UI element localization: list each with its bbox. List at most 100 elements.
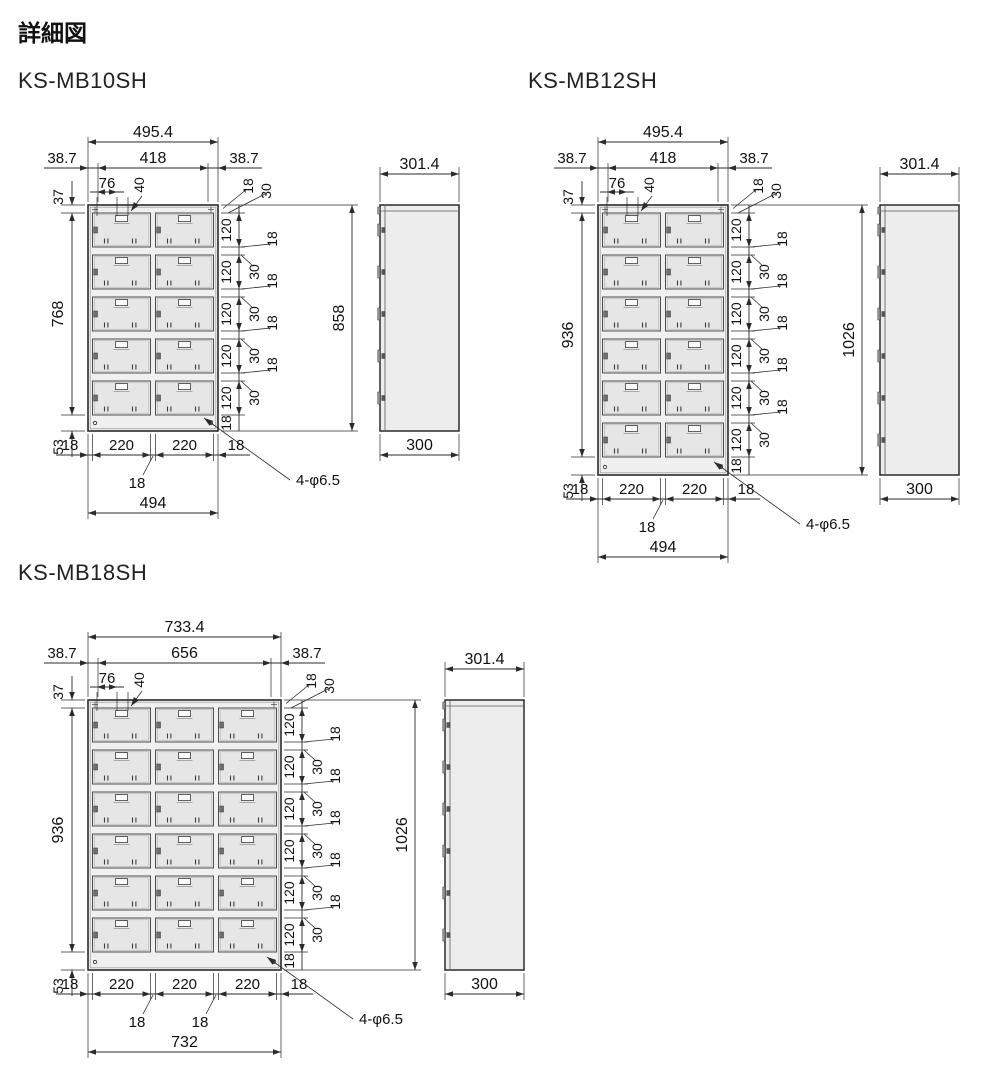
dim-label: 18 bbox=[327, 894, 343, 910]
side-view bbox=[877, 204, 960, 476]
dim-label: 936 bbox=[560, 322, 577, 349]
dim-label: 30 bbox=[756, 348, 772, 364]
dim-label: 120 bbox=[281, 881, 297, 905]
dim-label: 18 bbox=[264, 315, 280, 331]
dim-label: 1026 bbox=[394, 817, 411, 853]
dim-label: 30 bbox=[756, 306, 772, 322]
dim-label: 18 bbox=[774, 357, 790, 373]
dim-label: 4-φ6.5 bbox=[296, 472, 340, 489]
dim-label: 1026 bbox=[841, 322, 858, 358]
dim-label: 30 bbox=[309, 801, 325, 817]
dim-label: 495.4 bbox=[643, 124, 683, 141]
dim-label: 301.4 bbox=[399, 156, 439, 173]
dim-label: 30 bbox=[756, 432, 772, 448]
front-view bbox=[597, 204, 729, 476]
dim-label: 40 bbox=[131, 672, 147, 688]
dim-label: 53 bbox=[50, 439, 66, 455]
dim-label: 494 bbox=[140, 495, 167, 512]
dim-label: 18 bbox=[750, 178, 766, 194]
dim-label: 656 bbox=[171, 645, 198, 662]
dim-label: 37 bbox=[50, 684, 66, 700]
dim-label: 120 bbox=[728, 260, 744, 284]
model-label-ks-mb18sh: KS-MB18SH bbox=[18, 560, 148, 585]
dim-label: 18 bbox=[327, 852, 343, 868]
dim-label: 40 bbox=[131, 177, 147, 193]
dim-label: 30 bbox=[309, 885, 325, 901]
dim-label: 18 bbox=[62, 976, 79, 993]
dim-label: 495.4 bbox=[133, 124, 173, 141]
dim-label: 18 bbox=[291, 976, 308, 993]
dim-label: 18 bbox=[728, 458, 744, 474]
dim-label: 30 bbox=[309, 759, 325, 775]
dim-label: 120 bbox=[728, 344, 744, 368]
dim-label: 30 bbox=[756, 264, 772, 280]
dim-label: 18 bbox=[264, 357, 280, 373]
dim-label: 18 bbox=[327, 768, 343, 784]
dim-label: 30 bbox=[246, 264, 262, 280]
dim-label: 30 bbox=[309, 843, 325, 859]
dim-label: 30 bbox=[258, 183, 274, 199]
dim-label: 18 bbox=[192, 1014, 209, 1031]
dim-label: 120 bbox=[281, 839, 297, 863]
dim-label: 120 bbox=[218, 260, 234, 284]
dim-label: 18 bbox=[327, 726, 343, 742]
dim-label: 18 bbox=[774, 231, 790, 247]
dim-label: 120 bbox=[728, 386, 744, 410]
dim-label: 18 bbox=[281, 953, 297, 969]
dim-label: 220 bbox=[235, 976, 260, 993]
dim-label: 18 bbox=[774, 399, 790, 415]
dim-label: 76 bbox=[99, 670, 116, 687]
dim-label: 38.7 bbox=[292, 645, 321, 662]
dim-label: 18 bbox=[264, 273, 280, 289]
dim-label: 38.7 bbox=[557, 150, 586, 167]
dim-label: 300 bbox=[906, 481, 933, 498]
dim-label: 30 bbox=[246, 348, 262, 364]
dim-label: 220 bbox=[109, 437, 134, 454]
dim-label: 76 bbox=[99, 175, 116, 192]
front-view bbox=[87, 204, 219, 432]
dim-label: 30 bbox=[309, 927, 325, 943]
dim-label: 120 bbox=[281, 923, 297, 947]
dim-label: 301.4 bbox=[899, 156, 939, 173]
dim-label: 76 bbox=[609, 175, 626, 192]
dim-label: 120 bbox=[218, 218, 234, 242]
dim-label: 30 bbox=[756, 390, 772, 406]
dim-label: 18 bbox=[240, 178, 256, 194]
dim-label: 120 bbox=[281, 713, 297, 737]
dim-label: 18 bbox=[228, 437, 245, 454]
dim-label: 858 bbox=[331, 305, 348, 332]
model-label-ks-mb10sh: KS-MB10SH bbox=[18, 68, 148, 93]
dim-label: 120 bbox=[281, 755, 297, 779]
dim-label: 220 bbox=[172, 437, 197, 454]
dim-label: 220 bbox=[619, 481, 644, 498]
dim-label: 38.7 bbox=[229, 150, 258, 167]
dim-label: 30 bbox=[246, 390, 262, 406]
page-title: 詳細図 bbox=[18, 20, 87, 46]
dim-label: 37 bbox=[560, 189, 576, 205]
dim-label: 220 bbox=[682, 481, 707, 498]
dim-label: 18 bbox=[218, 415, 234, 431]
dim-label: 30 bbox=[768, 183, 784, 199]
dim-label: 418 bbox=[140, 150, 167, 167]
dim-label: 418 bbox=[650, 150, 677, 167]
dim-label: 120 bbox=[281, 797, 297, 821]
dim-label: 18 bbox=[129, 1014, 146, 1031]
dim-label: 38.7 bbox=[739, 150, 768, 167]
dim-label: 120 bbox=[728, 218, 744, 242]
dim-label: 18 bbox=[303, 673, 319, 689]
dim-label: 732 bbox=[171, 1034, 198, 1051]
dim-label: 38.7 bbox=[47, 150, 76, 167]
dim-label: 220 bbox=[109, 976, 134, 993]
dim-label: 936 bbox=[50, 817, 67, 844]
dim-label: 733.4 bbox=[164, 619, 204, 636]
dim-label: 300 bbox=[471, 976, 498, 993]
dim-label: 30 bbox=[321, 678, 337, 694]
dim-label: 18 bbox=[62, 437, 79, 454]
dim-label: 38.7 bbox=[47, 645, 76, 662]
dim-label: 18 bbox=[327, 810, 343, 826]
